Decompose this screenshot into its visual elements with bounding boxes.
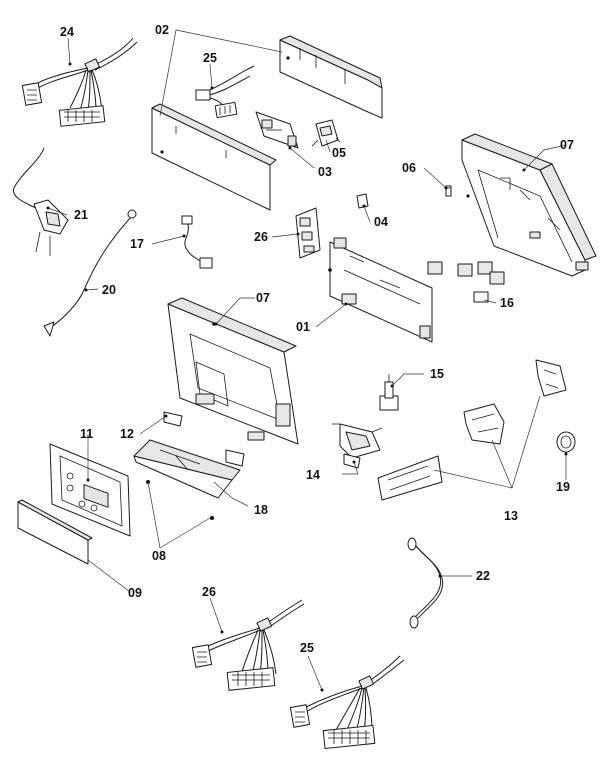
callout-12: 13 [504, 509, 518, 523]
callout-07-top: 07 [560, 138, 574, 152]
part-22-wiring-harness [21, 37, 138, 127]
callout-09: 09 [128, 586, 142, 600]
part-10-control-panel [49, 443, 131, 537]
callout-11: 12 [120, 427, 134, 441]
part-15-switch-blocks [427, 261, 505, 303]
callout-14: 15 [430, 367, 444, 381]
callout-20: 21 [74, 208, 88, 222]
callout-08: 08 [152, 549, 166, 563]
callout-16: 17 [130, 237, 144, 251]
part-24-wiring-harness [191, 599, 305, 691]
part-26-relay-board [295, 207, 321, 259]
part-12-brackets [377, 359, 567, 501]
callout-04: 04 [374, 215, 388, 229]
part-25-small-cable [195, 65, 255, 119]
callout-02: 02 [155, 23, 169, 37]
callout-13: 14 [306, 468, 320, 482]
callout-17: 18 [254, 503, 268, 517]
callout-03: 03 [318, 165, 332, 179]
callout-21: 22 [476, 569, 490, 583]
part-20-power-cord [13, 147, 69, 256]
part-14-thermostat [379, 374, 399, 411]
part-21-thermocouple [407, 537, 444, 629]
callout-10: 11 [80, 427, 93, 441]
part-16-sensor-wire [181, 215, 213, 269]
callout-01: 01 [296, 320, 310, 334]
part-17-mounting-plate [133, 439, 241, 520]
part-13-switch [332, 423, 383, 469]
leader-lines [46, 29, 568, 692]
part-02-cover-upper [279, 35, 383, 119]
callout-06: 06 [402, 161, 416, 175]
part-02-cover-lower [151, 103, 277, 211]
callout-05: 05 [332, 146, 346, 160]
part-18-clamp [556, 431, 576, 453]
callout-19: 20 [102, 283, 116, 297]
part-05-connector [311, 119, 341, 147]
callout-labels: 24 02 25 03 05 06 07 04 21 20 17 26 01 1… [60, 23, 574, 655]
part-11-clips [163, 411, 245, 467]
part-04-clip [356, 193, 369, 209]
part-19-sensor-cable [43, 209, 137, 337]
callout-25: 25 [203, 51, 217, 65]
callout-15: 16 [500, 296, 514, 310]
callout-07-mid: 07 [256, 291, 270, 305]
callout-22: 24 [60, 25, 74, 39]
callout-18: 19 [556, 480, 570, 494]
part-01-main-pcb [328, 237, 433, 343]
callout-23: 25 [300, 641, 314, 655]
part-09-front-plate [17, 499, 93, 565]
part-07-housing [167, 297, 299, 445]
part-23-wiring-harness [289, 655, 405, 750]
part-07-rear-frame [461, 133, 597, 277]
part-03-small-pcb [255, 111, 299, 149]
callout-24: 26 [202, 585, 216, 599]
callout-26: 26 [254, 230, 268, 244]
